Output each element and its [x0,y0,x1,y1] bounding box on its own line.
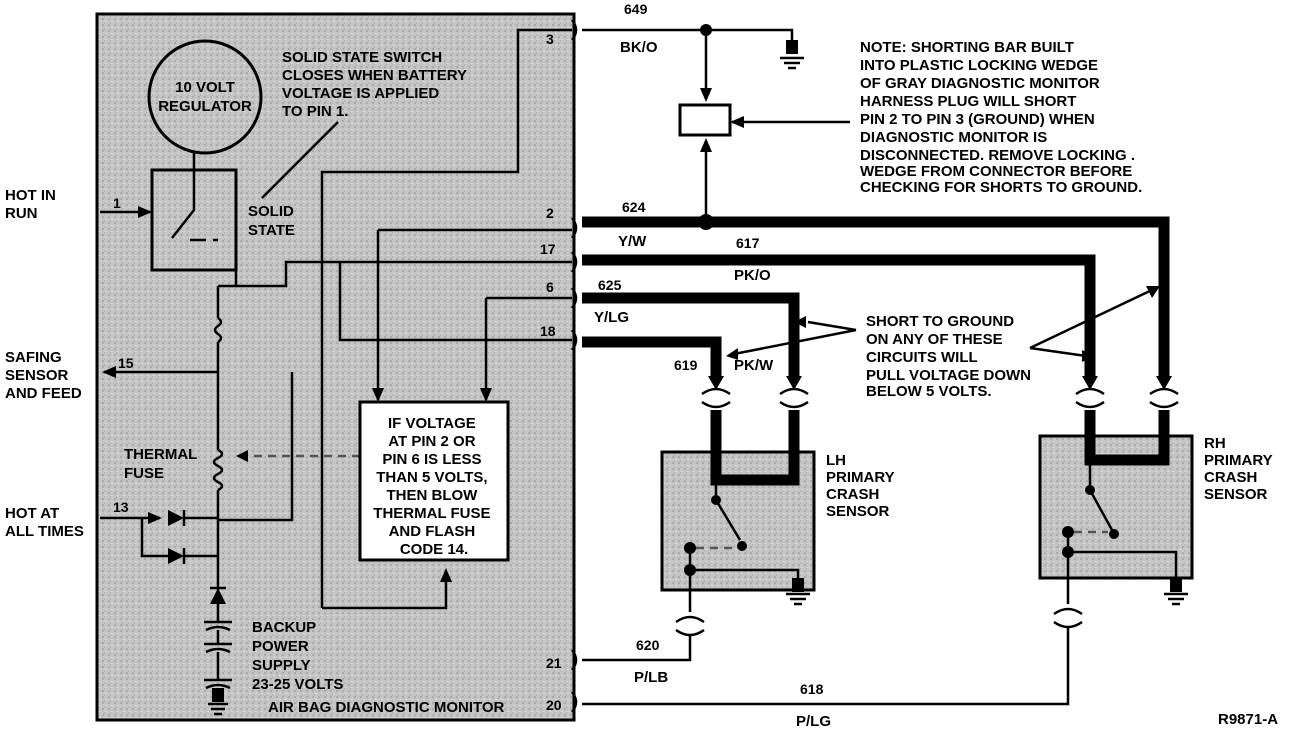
logic-line-1: IF VOLTAGE [388,415,476,432]
switch-note-4: TO PIN 1. [282,103,348,120]
wire-625: 625 [598,277,622,293]
wire-617: 617 [736,235,760,251]
pin-2: 2 [546,205,554,221]
color-625: Y/LG [594,309,629,326]
short-note-1: SHORT TO GROUND [866,313,1014,330]
shorting-bar [678,103,732,137]
color-619: PK/W [734,357,774,374]
rh-label-2: PRIMARY [1204,452,1273,469]
pin-3: 3 [546,31,554,47]
logic-line-3: PIN 6 IS LESS [382,451,481,468]
top-note-1: NOTE: SHORTING BAR BUILT [860,39,1074,56]
logic-line-5: THEN BLOW [387,487,479,504]
figure-id: R9871-A [1218,711,1278,728]
short-note-4: PULL VOLTAGE DOWN [866,367,1031,384]
lh-label-1: LH [826,452,846,469]
safing-2: SENSOR [5,367,69,384]
top-note-9: CHECKING FOR SHORTS TO GROUND. [860,179,1142,196]
color-620: P/LB [634,669,668,686]
pin-20: 20 [546,697,562,713]
lh-label-2: PRIMARY [826,469,895,486]
color-649: BK/O [620,39,658,56]
svg-text:NOTE: SHORTING BAR BUILT I: NOTE: SHORTING BAR BUILT INTO PLASTIC LO… [860,39,1142,196]
backup-label-1: BACKUP [252,619,316,636]
safing-3: AND FEED [5,385,82,402]
color-617: PK/O [734,267,771,284]
top-note-6: DIAGNOSTIC MONITOR IS [860,129,1047,146]
pin-17: 17 [540,241,556,257]
rh-label-3: CRASH [1204,469,1257,486]
logic-line-8: CODE 14. [400,541,468,558]
safing-1: SAFING [5,349,62,366]
backup-label-4: 23-25 VOLTS [252,676,343,693]
pin-13: 13 [113,499,129,515]
backup-label-3: SUPPLY [252,657,311,674]
wire-619: 619 [674,357,698,373]
hot-all-times-1: HOT AT [5,505,59,522]
regulator-label-2: REGULATOR [158,98,252,115]
solid-state-label-1: SOLID [248,203,294,220]
thermal-fuse-label-1: THERMAL [124,446,197,463]
top-note-5: PIN 2 TO PIN 3 (GROUND) WHEN [860,111,1095,128]
hot-in-run-1: HOT IN [5,187,56,204]
svg-text:BACKUP POWER SUPPLY: BACKUP POWER SUPPLY 23-25 VOLTS [252,619,343,693]
thermal-fuse-label-2: FUSE [124,465,164,482]
pin-1: 1 [113,195,121,211]
logic-box [358,400,510,562]
rh-label-4: SENSOR [1204,486,1268,503]
logic-line-4: THAN 5 VOLTS, [376,469,487,486]
solid-state-label-2: STATE [248,222,295,239]
color-618: P/LG [796,713,831,730]
svg-text:SOLID STATE SWITCH CLOSES: SOLID STATE SWITCH CLOSES WHEN BATTERY V… [282,49,471,120]
monitor-title: AIR BAG DIAGNOSTIC MONITOR [268,699,505,716]
wire-624: 624 [622,199,646,215]
top-note-7: DISCONNECTED. REMOVE LOCKING . [860,147,1135,164]
short-note-5: BELOW 5 VOLTS. [866,383,992,400]
switch-note-2: CLOSES WHEN BATTERY [282,67,467,84]
regulator-label-1: 10 VOLT [175,79,235,96]
hot-all-times-2: ALL TIMES [5,523,84,540]
color-624: Y/W [618,233,647,250]
short-note-2: ON ANY OF THESE [866,331,1003,348]
logic-line-7: AND FLASH [389,523,476,540]
logic-line-2: AT PIN 2 OR [388,433,475,450]
wire-620: 620 [636,637,660,653]
switch-note-1: SOLID STATE SWITCH [282,49,442,66]
short-note-3: CIRCUITS WILL [866,349,977,366]
hot-in-run-2: RUN [5,205,38,222]
voltage-regulator [147,39,263,155]
svg-text:IF VOLTAGE AT PIN 2 OR: IF VOLTAGE AT PIN 2 OR PIN 6 IS LESS THA… [373,415,494,558]
pin-6: 6 [546,279,554,295]
top-note-8: WEDGE FROM CONNECTOR BEFORE [860,163,1132,180]
svg-text:SHORT TO GROUND ON ANY OF: SHORT TO GROUND ON ANY OF THESE CIRCUITS… [866,313,1035,400]
pin-18: 18 [540,323,556,339]
wire-618: 618 [800,681,824,697]
lh-label-4: SENSOR [826,503,890,520]
backup-label-2: POWER [252,638,309,655]
top-note-2: INTO PLASTIC LOCKING WEDGE [860,57,1098,74]
pin-15: 15 [118,355,134,371]
rh-label-1: RH [1204,435,1226,452]
top-note-3: OF GRAY DIAGNOSTIC MONITOR [860,75,1100,92]
pin-21: 21 [546,655,562,671]
logic-line-6: THERMAL FUSE [373,505,490,522]
wire-649: 649 [624,1,648,17]
top-note-4: HARNESS PLUG WILL SHORT [860,93,1076,110]
lh-label-3: CRASH [826,486,879,503]
switch-note-3: VOLTAGE IS APPLIED [282,85,439,102]
